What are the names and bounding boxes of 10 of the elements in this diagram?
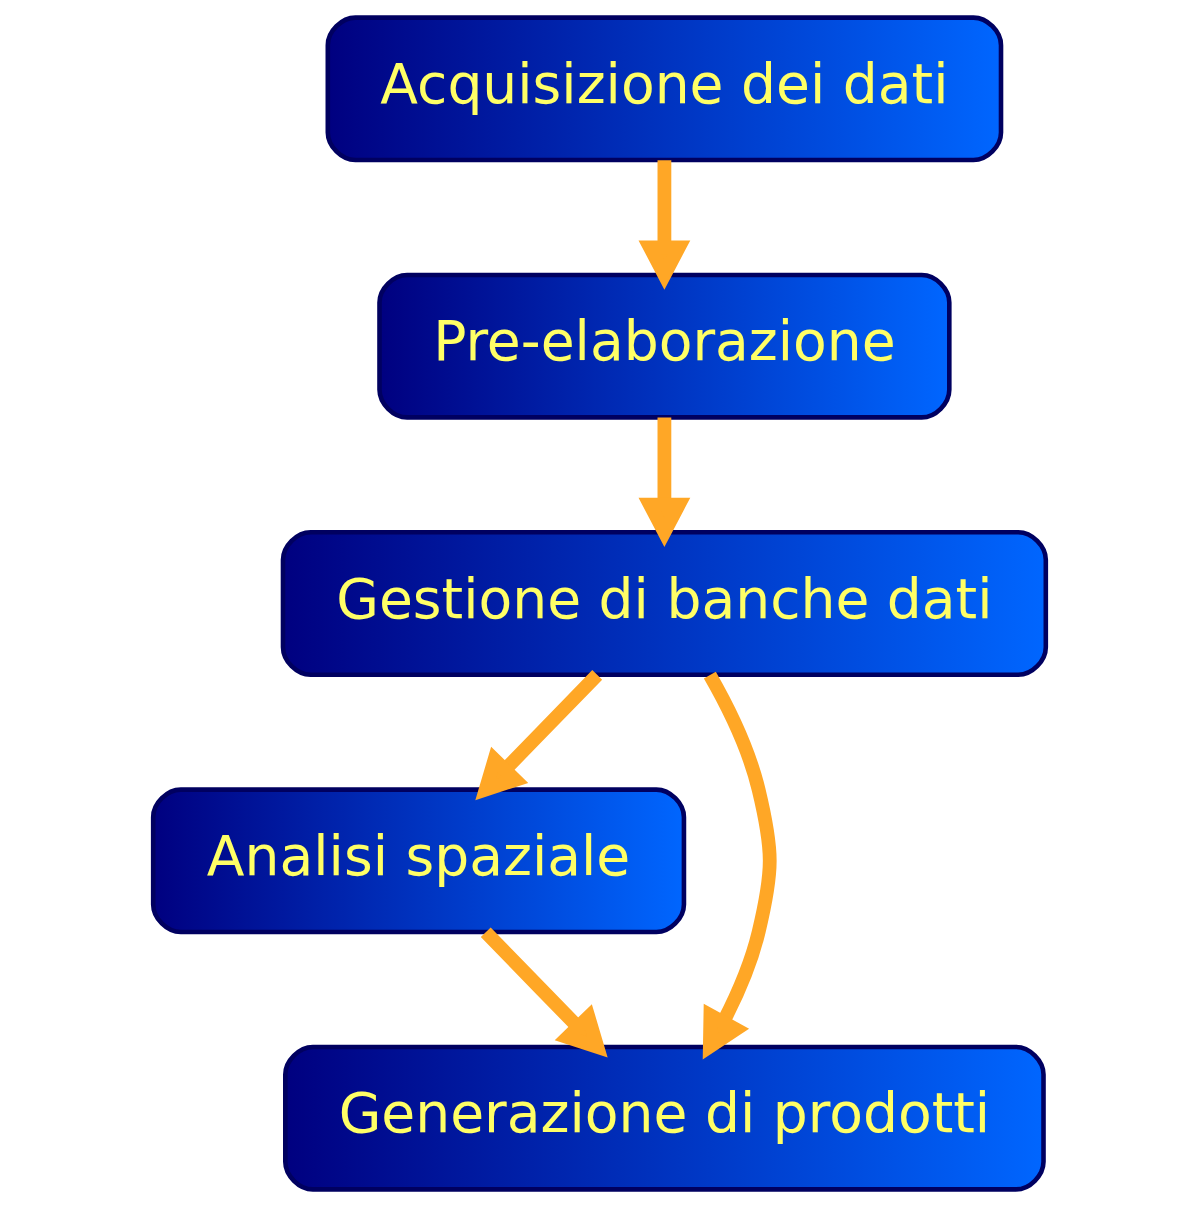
node-box: Generazione di prodotti [282,1044,1046,1192]
arrow [702,671,777,1060]
node-box: Analisi spaziale [150,787,686,935]
arrow [474,670,602,801]
node-box: Gestione di banche dati [280,529,1048,678]
node-box: Pre-elaborazione [376,272,952,420]
node-box: Acquisizione dei dati [325,15,1003,163]
arrow [638,417,690,548]
arrow [480,927,608,1058]
arrow [638,160,690,290]
